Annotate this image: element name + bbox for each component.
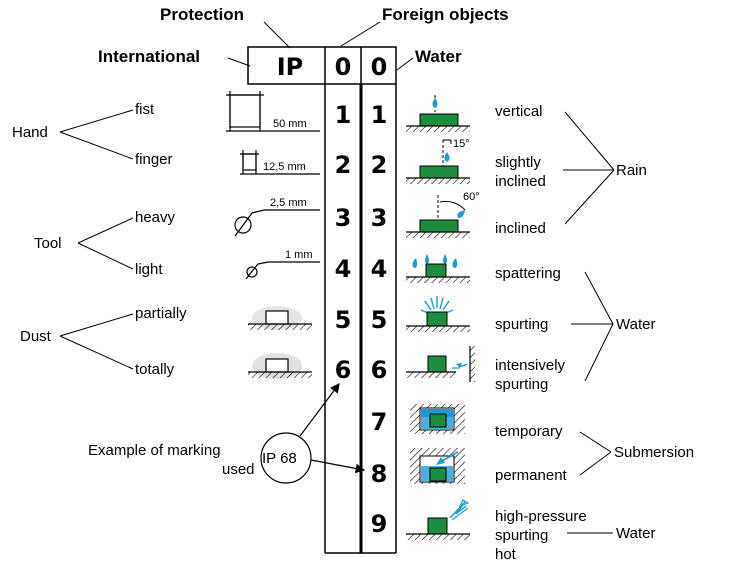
example-label-line2: used (222, 461, 255, 478)
submersion-temporary-icon (410, 404, 465, 434)
group-submersion: Submersion (614, 444, 695, 461)
tool-light-icon (245, 261, 320, 280)
submersion-permanent-icon (410, 448, 465, 484)
dust-total-icon (248, 353, 312, 379)
group-tool: Tool (34, 235, 62, 252)
angle-15: 15° (453, 138, 470, 150)
group-water-2: Water (616, 525, 656, 542)
water-spurting-2: spurting (495, 376, 549, 393)
water-spattering: spattering (495, 265, 561, 282)
water-header-label: Water (415, 47, 462, 66)
water-digit-9: 9 (370, 510, 388, 538)
right-brackets (563, 111, 615, 534)
water-zero: 0 (370, 53, 388, 81)
example-label-line1: Example of marking (88, 442, 221, 459)
header-pointers (227, 21, 414, 71)
drip-15deg-icon (406, 139, 470, 184)
item-heavy: heavy (135, 209, 176, 226)
foreign-digit-4: 4 (334, 255, 352, 283)
dim-2-5mm: 2,5 mm (270, 197, 307, 209)
group-rain: Rain (616, 162, 647, 179)
finger-icon (240, 150, 320, 175)
water-digit-5: 5 (370, 306, 388, 334)
water-inclined-1: inclined (495, 173, 546, 190)
foreign-digit-1: 1 (334, 101, 352, 129)
water-digit-4: 4 (370, 255, 388, 283)
water-hot: hot (495, 546, 516, 563)
fist-icon (226, 91, 320, 132)
foreign-digit-5: 5 (334, 306, 352, 334)
example-code: IP 68 (262, 450, 297, 467)
item-light: light (135, 261, 163, 278)
water-digit-3: 3 (370, 204, 388, 232)
drip-vertical-icon (406, 95, 470, 132)
water-digit-2: 2 (370, 151, 388, 179)
foreign-digit-2: 2 (334, 151, 352, 179)
dim-50mm: 50 mm (273, 118, 307, 130)
column-lines (324, 84, 397, 554)
water-temporary: temporary (495, 423, 563, 440)
water-vertical: vertical (495, 103, 543, 120)
spurting-icon (406, 296, 470, 332)
high-pressure-icon (406, 499, 470, 540)
protection-label: Protection (160, 5, 245, 24)
item-totally: totally (135, 361, 175, 378)
ip-code: IP (276, 53, 304, 81)
left-brackets (59, 109, 134, 370)
item-fist: fist (135, 101, 155, 118)
item-finger: finger (135, 151, 173, 168)
spattering-icon (406, 254, 470, 283)
water-digit-7: 7 (370, 408, 388, 436)
water-permanent: permanent (495, 467, 567, 484)
dim-12-5mm: 12,5 mm (263, 161, 306, 173)
foreign-digit-3: 3 (334, 204, 352, 232)
water-inclined-2: inclined (495, 220, 546, 237)
group-hand: Hand (12, 124, 48, 141)
water-intensively: intensively (495, 357, 566, 374)
dim-1mm: 1 mm (285, 249, 313, 261)
group-dust: Dust (20, 328, 51, 345)
tool-heavy-icon (234, 209, 320, 237)
intensive-spurting-icon (406, 346, 475, 382)
water-digit-6: 6 (370, 356, 388, 384)
dust-partial-icon (248, 306, 312, 330)
water-spurting: spurting (495, 316, 549, 333)
water-digit-1: 1 (370, 101, 388, 129)
water-digit-8: 8 (370, 460, 388, 488)
group-water-1: Water (616, 316, 656, 333)
angle-60: 60° (463, 191, 480, 203)
foreign-objects-label: Foreign objects (382, 5, 509, 24)
foreign-digit-6: 6 (334, 356, 352, 384)
drip-60deg-icon (406, 195, 470, 238)
example-callout (260, 383, 366, 484)
water-high-pressure: high-pressure (495, 508, 587, 525)
international-label: International (98, 47, 201, 66)
water-spurting-3: spurting (495, 527, 549, 544)
water-slightly: slightly (495, 154, 541, 171)
item-partially: partially (135, 305, 187, 322)
foreign-zero: 0 (334, 53, 352, 81)
